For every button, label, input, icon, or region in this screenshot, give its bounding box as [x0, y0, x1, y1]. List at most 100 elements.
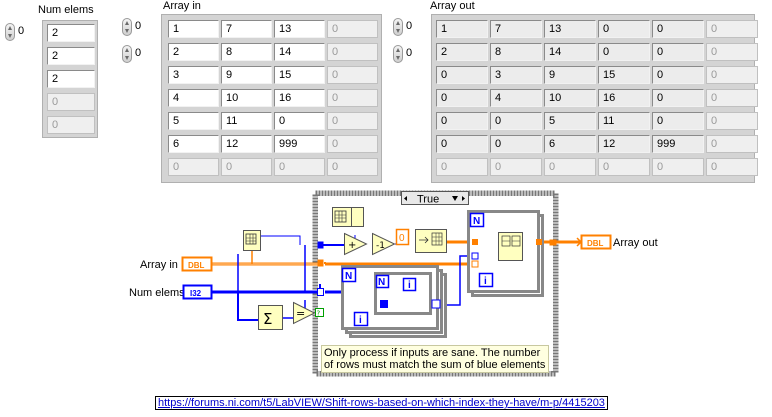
array-out-cell[interactable]: 12: [598, 135, 650, 153]
array-out-cell[interactable]: 6: [544, 135, 596, 153]
array-out-row-index-value[interactable]: 0: [406, 20, 413, 32]
array-out-cell[interactable]: 16: [598, 89, 650, 107]
array-out-cell[interactable]: 0: [436, 112, 488, 130]
array-out-cell[interactable]: 999: [652, 135, 704, 153]
array-out-cell[interactable]: 0: [490, 112, 542, 130]
array-out-cell[interactable]: 0: [490, 135, 542, 153]
array-in-cell[interactable]: 0: [327, 66, 378, 84]
array-in-cell[interactable]: 0: [274, 158, 325, 176]
array-out-cell[interactable]: 0: [436, 66, 488, 84]
array-out-cell[interactable]: 0: [706, 66, 758, 84]
sum-node[interactable]: [258, 305, 283, 330]
array-out-cell[interactable]: 10: [544, 89, 596, 107]
array-in-cell[interactable]: 0: [327, 89, 378, 107]
array-out-cell[interactable]: 0: [652, 89, 704, 107]
array-out-cell[interactable]: 15: [598, 66, 650, 84]
array-out-cell[interactable]: 0: [544, 158, 596, 176]
array-out-cell[interactable]: 0: [706, 158, 758, 176]
num-elems-cell[interactable]: 2: [47, 47, 95, 65]
array-in-cell[interactable]: 4: [168, 89, 219, 107]
array-out-cell[interactable]: 0: [652, 20, 704, 38]
array-in-cell[interactable]: 6: [168, 135, 219, 153]
array-out-cell[interactable]: 1: [436, 20, 488, 38]
array-in-cell[interactable]: 9: [221, 66, 272, 84]
add-node[interactable]: [344, 232, 368, 256]
array-out-cell[interactable]: 0: [706, 112, 758, 130]
forum-link[interactable]: https://forums.ni.com/t5/LabVIEW/Shift-r…: [155, 396, 608, 410]
array-out-cell[interactable]: 0: [706, 43, 758, 61]
array-in-cell[interactable]: 15: [274, 66, 325, 84]
array-in-cell[interactable]: 16: [274, 89, 325, 107]
array-in-cell[interactable]: 7: [221, 20, 272, 38]
array-out-cell[interactable]: 0: [490, 158, 542, 176]
array-in-cell[interactable]: 0: [221, 158, 272, 176]
array-out-cell[interactable]: 7: [490, 20, 542, 38]
array-in-cell[interactable]: 13: [274, 20, 325, 38]
array-in-cell[interactable]: 1: [168, 20, 219, 38]
array-in-row-index[interactable]: 0: [122, 18, 158, 36]
array-out-cell[interactable]: 0: [436, 135, 488, 153]
increment-decrement-icon[interactable]: [122, 45, 132, 63]
array-in-cell[interactable]: 3: [168, 66, 219, 84]
array-in-col-index[interactable]: 0: [122, 45, 158, 63]
array-in-cell[interactable]: 0: [327, 158, 378, 176]
increment-decrement-icon[interactable]: [5, 23, 15, 41]
array-out-cell[interactable]: 11: [598, 112, 650, 130]
array-in-cell[interactable]: 0: [327, 112, 378, 130]
array-out-cell[interactable]: 9: [544, 66, 596, 84]
array-out-cell[interactable]: 5: [544, 112, 596, 130]
array-out-cell[interactable]: 0: [436, 89, 488, 107]
array-in-row-index-value[interactable]: 0: [135, 20, 142, 32]
increment-decrement-icon[interactable]: [122, 18, 132, 36]
zero-constant[interactable]: [395, 228, 410, 246]
array-out-col-index[interactable]: 0: [393, 45, 429, 63]
array-in-cell[interactable]: 8: [221, 43, 272, 61]
array-in-terminal[interactable]: [181, 256, 213, 272]
array-out-cell[interactable]: 0: [598, 20, 650, 38]
num-elems-cell[interactable]: 2: [47, 70, 95, 88]
array-in-cell[interactable]: 14: [274, 43, 325, 61]
num-elems-cell[interactable]: 0: [47, 116, 95, 134]
array-out-cell[interactable]: 0: [598, 43, 650, 61]
num-elems-terminal[interactable]: [182, 284, 213, 300]
array-out-cell[interactable]: 0: [706, 20, 758, 38]
array-in-cell[interactable]: 0: [327, 20, 378, 38]
array-in-cell[interactable]: 999: [274, 135, 325, 153]
array-out-cell[interactable]: 2: [436, 43, 488, 61]
array-out-cell[interactable]: 0: [706, 89, 758, 107]
num-elems-cell[interactable]: 0: [47, 93, 95, 111]
array-out-cell[interactable]: 0: [598, 158, 650, 176]
array-in-cell[interactable]: 10: [221, 89, 272, 107]
array-out-cell[interactable]: 14: [544, 43, 596, 61]
array-out-cell[interactable]: 0: [652, 66, 704, 84]
array-in-cell[interactable]: 0: [327, 43, 378, 61]
decrement-node[interactable]: [372, 232, 396, 256]
array-in-cell[interactable]: 0: [327, 135, 378, 153]
array-out-cell[interactable]: 0: [652, 158, 704, 176]
array-out-cell[interactable]: 4: [490, 89, 542, 107]
array-out-cell[interactable]: 0: [436, 158, 488, 176]
num-elems-index-value[interactable]: 0: [18, 25, 25, 37]
case-selector[interactable]: [401, 191, 469, 205]
array-out-cell[interactable]: 13: [544, 20, 596, 38]
array-in-cell[interactable]: 5: [168, 112, 219, 130]
increment-decrement-icon[interactable]: [393, 45, 403, 63]
array-in-cell[interactable]: 11: [221, 112, 272, 130]
array-in-cell[interactable]: 2: [168, 43, 219, 61]
array-out-cell[interactable]: 8: [490, 43, 542, 61]
increment-decrement-icon[interactable]: [393, 18, 403, 36]
array-in-cell[interactable]: 0: [274, 112, 325, 130]
array-out-row-index[interactable]: 0: [393, 18, 429, 36]
array-out-cell[interactable]: 0: [706, 135, 758, 153]
array-out-cell[interactable]: 0: [652, 112, 704, 130]
array-out-cell[interactable]: 3: [490, 66, 542, 84]
equals-node[interactable]: [293, 301, 316, 325]
array-in-cell[interactable]: 12: [221, 135, 272, 153]
array-in-col-index-value[interactable]: 0: [135, 47, 142, 59]
replace-array-subset-node[interactable]: [498, 232, 523, 261]
array-in-cell[interactable]: 0: [168, 158, 219, 176]
array-out-col-index-value[interactable]: 0: [406, 47, 413, 59]
array-out-cell[interactable]: 0: [652, 43, 704, 61]
num-elems-cell[interactable]: 2: [47, 24, 95, 42]
num-elems-index[interactable]: 0: [5, 23, 41, 41]
